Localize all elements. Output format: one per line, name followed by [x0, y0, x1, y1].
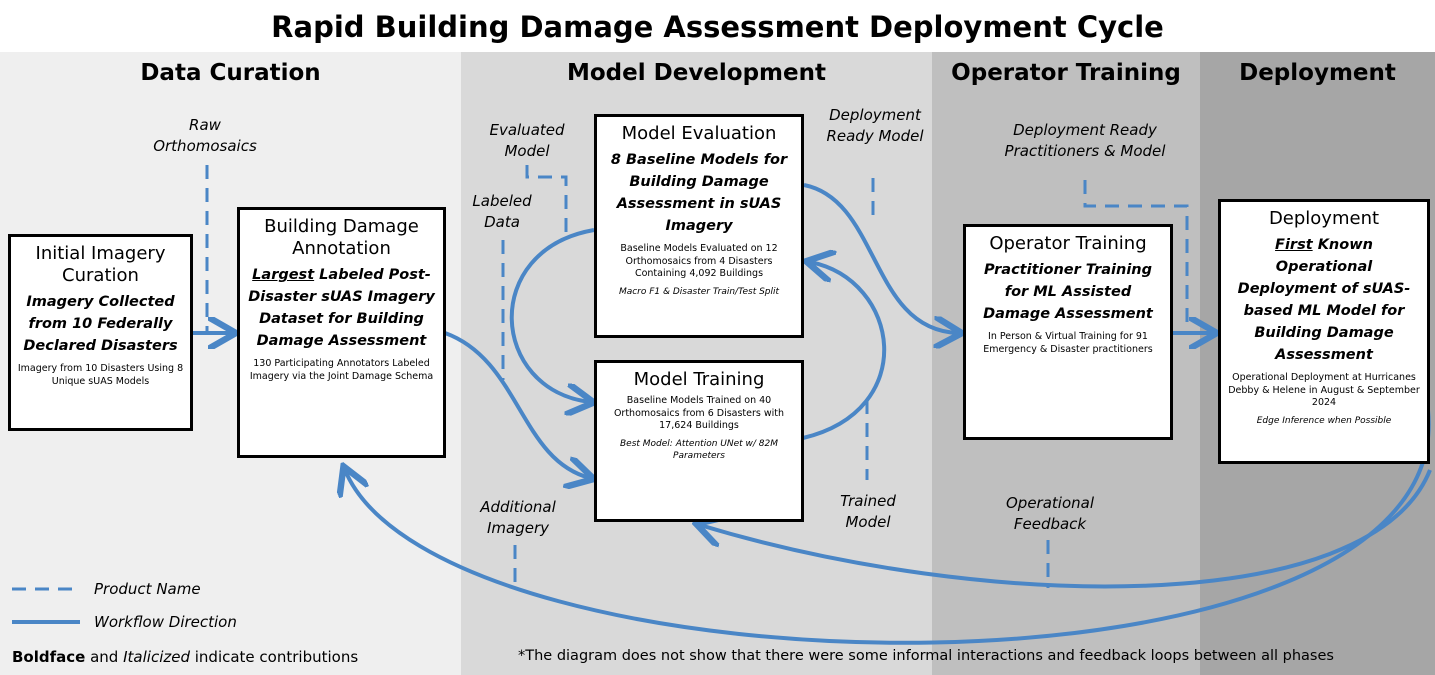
box-building-damage-annotation: Building Damage Annotation Largest Label…	[237, 207, 446, 458]
box-detail: 130 Participating Annotators Labeled Ima…	[249, 358, 434, 382]
box-title: Initial Imagery Curation	[35, 243, 166, 286]
box-model-evaluation: Model Evaluation 8 Baseline Models for B…	[594, 114, 804, 338]
arrow-training-to-evaluation	[803, 262, 887, 440]
product-trained-model: Trained Model	[840, 492, 896, 531]
box-title: Model Evaluation	[621, 123, 777, 144]
diagram-title: Rapid Building Damage Assessment Deploym…	[271, 10, 1164, 44]
legend-and: and	[85, 648, 124, 666]
box-contribution-emphasis: Largest	[252, 267, 315, 283]
box-contribution-text: Known Operational Deployment of sUAS-bas…	[1237, 237, 1411, 363]
box-contribution-text: Labeled Post-Disaster sUAS Imagery Datas…	[248, 267, 435, 349]
box-detail: Baseline Models Evaluated on 12 Orthomos…	[620, 243, 778, 279]
box-contribution: Practitioner Training for ML Assisted Da…	[983, 262, 1153, 322]
box-contribution: 8 Baseline Models for Building Damage As…	[610, 152, 788, 234]
box-detail: Operational Deployment at Hurricanes Deb…	[1228, 372, 1420, 408]
box-title: Model Training	[633, 369, 765, 390]
phase-heading-data-curation: Data Curation	[140, 60, 321, 86]
box-model-training: Model Training Baseline Models Trained o…	[594, 360, 804, 522]
box-note: Edge Inference when Possible	[1256, 415, 1392, 426]
legend-product-name: Product Name	[94, 580, 201, 598]
phase-heading-operator-training: Operator Training	[951, 60, 1181, 86]
box-note: Macro F1 & Disaster Train/Test Split	[618, 286, 780, 297]
box-title: Operator Training	[989, 233, 1147, 254]
box-detail: Imagery from 10 Disasters Using 8 Unique…	[17, 363, 184, 387]
box-contribution: Largest Labeled Post-Disaster sUAS Image…	[246, 264, 437, 352]
arrow-evaluation-to-operator	[803, 183, 958, 333]
arrow-deployment-loop-to-annotation	[345, 409, 1431, 645]
legend-rest: indicate contributions	[189, 648, 359, 666]
product-additional-imagery: Additional Imagery	[480, 498, 556, 537]
box-operator-training: Operator Training Practitioner Training …	[963, 224, 1173, 440]
box-contribution: First Known Operational Deployment of sU…	[1227, 234, 1421, 366]
phase-heading-deployment: Deployment	[1239, 60, 1396, 86]
product-labeled-data: Labeled Data	[472, 192, 532, 231]
product-raw-orthomosaics: Raw Orthomosaics	[153, 116, 257, 155]
dash-evaluated-model	[525, 165, 568, 232]
box-note: Best Model: Attention UNet w/ 82M Parame…	[620, 438, 778, 461]
legend-contributions-note: Boldface and Italicized indicate contrib…	[12, 648, 358, 666]
product-deployment-ready-model: Deployment Ready Model	[826, 106, 924, 145]
footnote: *The diagram does not show that there we…	[518, 648, 1334, 664]
product-deployment-ready-practitioners: Deployment Ready Practitioners & Model	[1004, 121, 1166, 160]
box-title: Building Damage Annotation	[264, 216, 419, 259]
arrow-deployment-feedback-to-training	[700, 469, 1432, 589]
product-operational-feedback: Operational Feedback	[1005, 494, 1094, 533]
product-evaluated-model: Evaluated Model	[489, 121, 565, 160]
dash-deploy-ready-practitioners	[1083, 180, 1189, 333]
legend-bold-word: Boldface	[12, 648, 86, 666]
box-title: Deployment	[1268, 208, 1380, 229]
phase-heading-model-development: Model Development	[566, 60, 826, 86]
legend-workflow-direction: Workflow Direction	[94, 613, 237, 631]
box-contribution: Imagery Collected from 10 Federally Decl…	[23, 294, 178, 354]
box-contribution-emphasis: First	[1275, 237, 1313, 253]
legend-italic-word: Italicized	[123, 648, 190, 666]
box-initial-imagery-curation: Initial Imagery Curation Imagery Collect…	[8, 234, 193, 431]
box-detail: In Person & Virtual Training for 91 Emer…	[983, 331, 1153, 355]
arrow-annotation-to-training	[444, 331, 590, 478]
box-detail: Baseline Models Trained on 40 Orthomosai…	[613, 395, 785, 431]
box-deployment: Deployment First Known Operational Deplo…	[1218, 199, 1430, 464]
arrow-evaluation-to-training	[509, 228, 594, 402]
